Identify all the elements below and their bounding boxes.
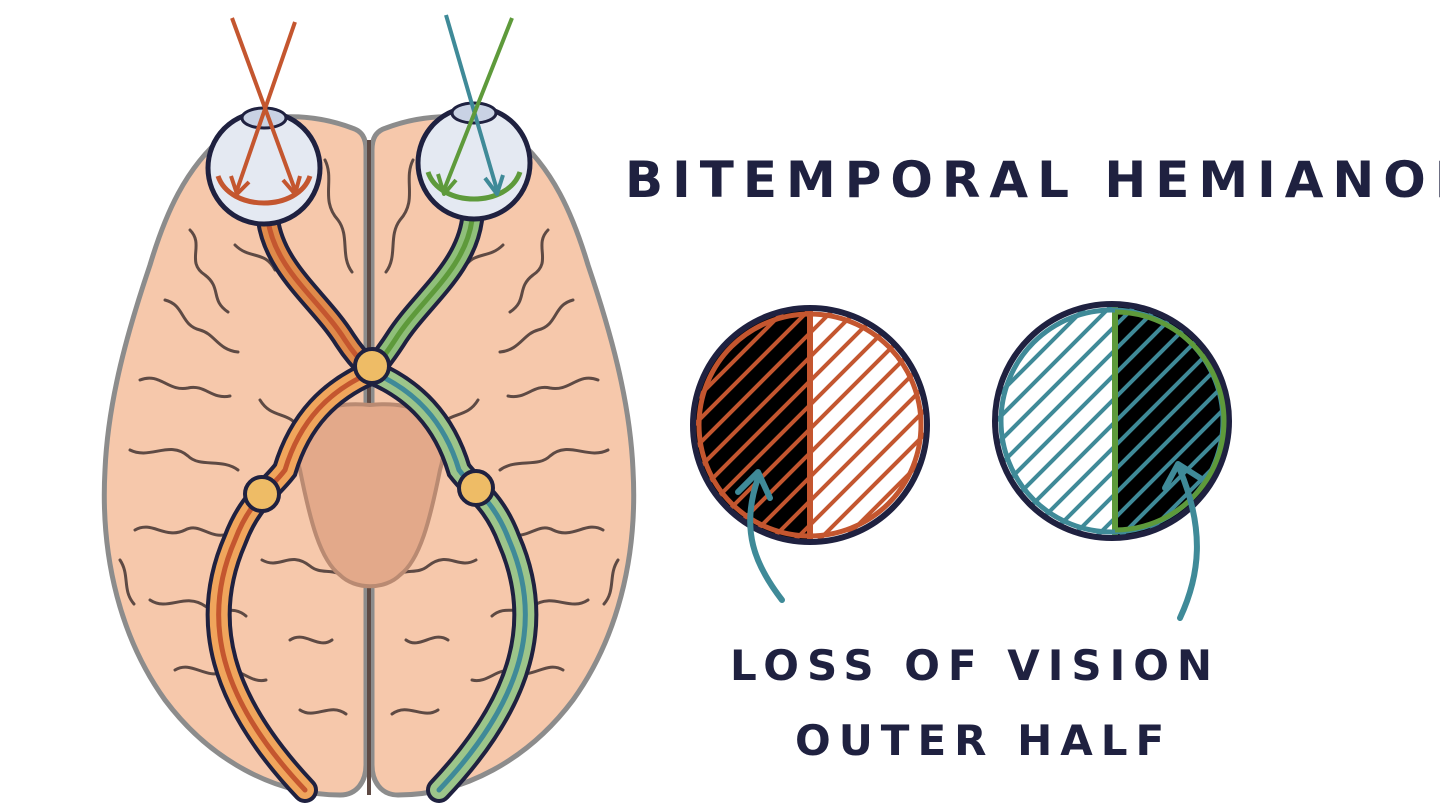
hatch-line — [744, 308, 927, 542]
light-ray — [444, 14, 499, 191]
hatch-line — [720, 308, 927, 542]
right-eye-group — [415, 14, 533, 222]
hatch-line — [1046, 304, 1229, 538]
gyri-folds — [118, 158, 620, 716]
hatch-line — [995, 304, 1210, 538]
left-eye-group — [205, 17, 323, 227]
hatch-line — [816, 308, 927, 542]
hatch-line — [1070, 304, 1229, 538]
brain-illustration — [101, 114, 637, 803]
left-pointer-arrow — [735, 469, 785, 603]
curved-arrow-icon — [747, 475, 785, 603]
hatch-line — [693, 308, 908, 542]
right-pointer-arrow — [1162, 461, 1203, 621]
light-ray — [230, 17, 297, 191]
hatch-line — [792, 308, 927, 542]
hatch-line — [693, 308, 812, 542]
hatch-line — [998, 304, 1229, 538]
light-ray — [235, 21, 297, 191]
optic-chiasm — [353, 347, 391, 385]
caption-line-1: LOSS OF VISION — [730, 641, 1220, 690]
hatch-line — [768, 308, 927, 542]
hatch-line — [693, 308, 884, 542]
curved-arrow-icon — [1177, 467, 1200, 621]
hatch-line — [1094, 304, 1229, 538]
hatch-line — [696, 308, 927, 542]
hatch-line — [1214, 304, 1229, 538]
light-ray — [442, 17, 514, 191]
hatched-circle-icon — [992, 301, 1232, 541]
diagram-title: BITEMPORAL HEMIANOPIA — [625, 151, 1440, 209]
hatched-circle-icon — [690, 305, 930, 545]
left-lateral-geniculate-nucleus — [243, 475, 281, 513]
hatch-line — [995, 304, 1114, 538]
right-lateral-geniculate-nucleus — [457, 469, 495, 507]
hatch-line — [995, 304, 1186, 538]
hatch-line — [1022, 304, 1229, 538]
caption-line-2: OUTER HALF — [795, 716, 1172, 765]
thalamus-region — [294, 402, 446, 589]
